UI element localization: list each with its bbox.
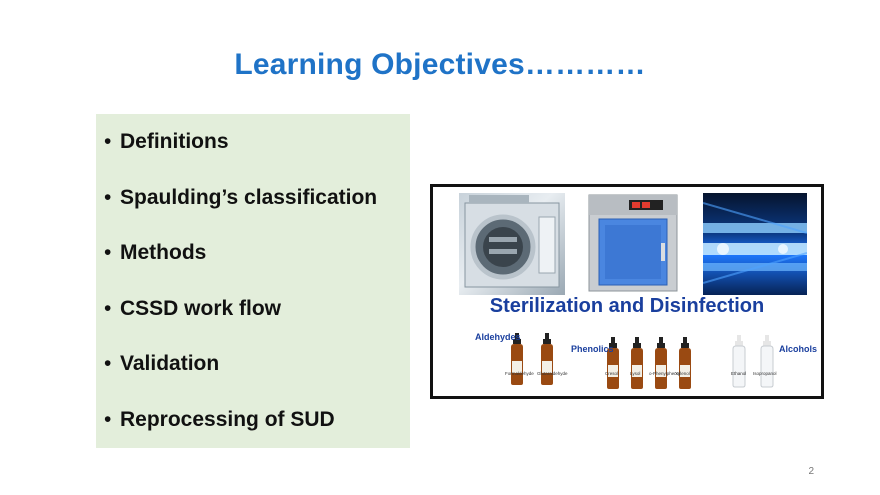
objective-text: Methods [120,241,207,264]
bullet-icon: • [104,296,112,320]
bottle-label: Cresol [605,371,619,376]
slide-title: Learning Objectives………… [234,48,646,81]
objective-item: • CSSD work flow [104,295,377,351]
page-number: 2 [808,466,814,477]
bullet-icon: • [104,130,112,153]
aldehydes-label: Aldehydes [475,332,521,342]
bottle-label: Glutaraldehyde [537,371,568,376]
objective-text: CSSD work flow [120,296,282,320]
bullet-icon: • [104,352,112,375]
objective-item: • Spaulding’s classification [104,184,377,240]
objective-text: Spaulding’s classification [120,185,378,209]
uv-lamp-icon [702,202,808,284]
objectives-list: • Definitions • Spaulding’s classification… [104,128,377,461]
objectives-panel: • Definitions • Spaulding’s classification… [96,114,410,448]
objective-text: Definitions [120,130,229,153]
objective-text: Reprocessing of SUD [120,407,335,431]
autoclave-image [459,193,565,295]
objective-item: • Definitions [104,128,377,184]
bullet-icon: • [104,241,112,264]
hot-air-oven-image [585,193,681,295]
phenolics-label: Phenolics [571,344,614,354]
objective-item: • Reprocessing of SUD [104,406,377,462]
bottle-label: Isopropanol [753,371,777,376]
autoclave-icon [464,195,560,288]
bullet-icon: • [104,407,112,431]
bottle-label: Xylenol [675,371,690,376]
bottle-label: Lysol [630,371,641,376]
oven-icon [588,194,678,292]
figure-caption: Sterilization and Disinfection [489,295,765,317]
bottle-label: Formaldehyde [505,371,534,376]
bottle-label: o-Phenylphenol [649,371,681,376]
bottle-label: Ethanol [731,371,747,376]
sterilization-figure: Sterilization and Disinfection [430,184,824,399]
alcohols-label: Alcohols [779,344,818,354]
objective-text: Validation [120,352,220,375]
objective-item: • Validation [104,350,377,406]
bullet-icon: • [104,185,112,209]
uv-lamp-image [702,193,808,295]
objective-item: • Methods [104,239,377,295]
